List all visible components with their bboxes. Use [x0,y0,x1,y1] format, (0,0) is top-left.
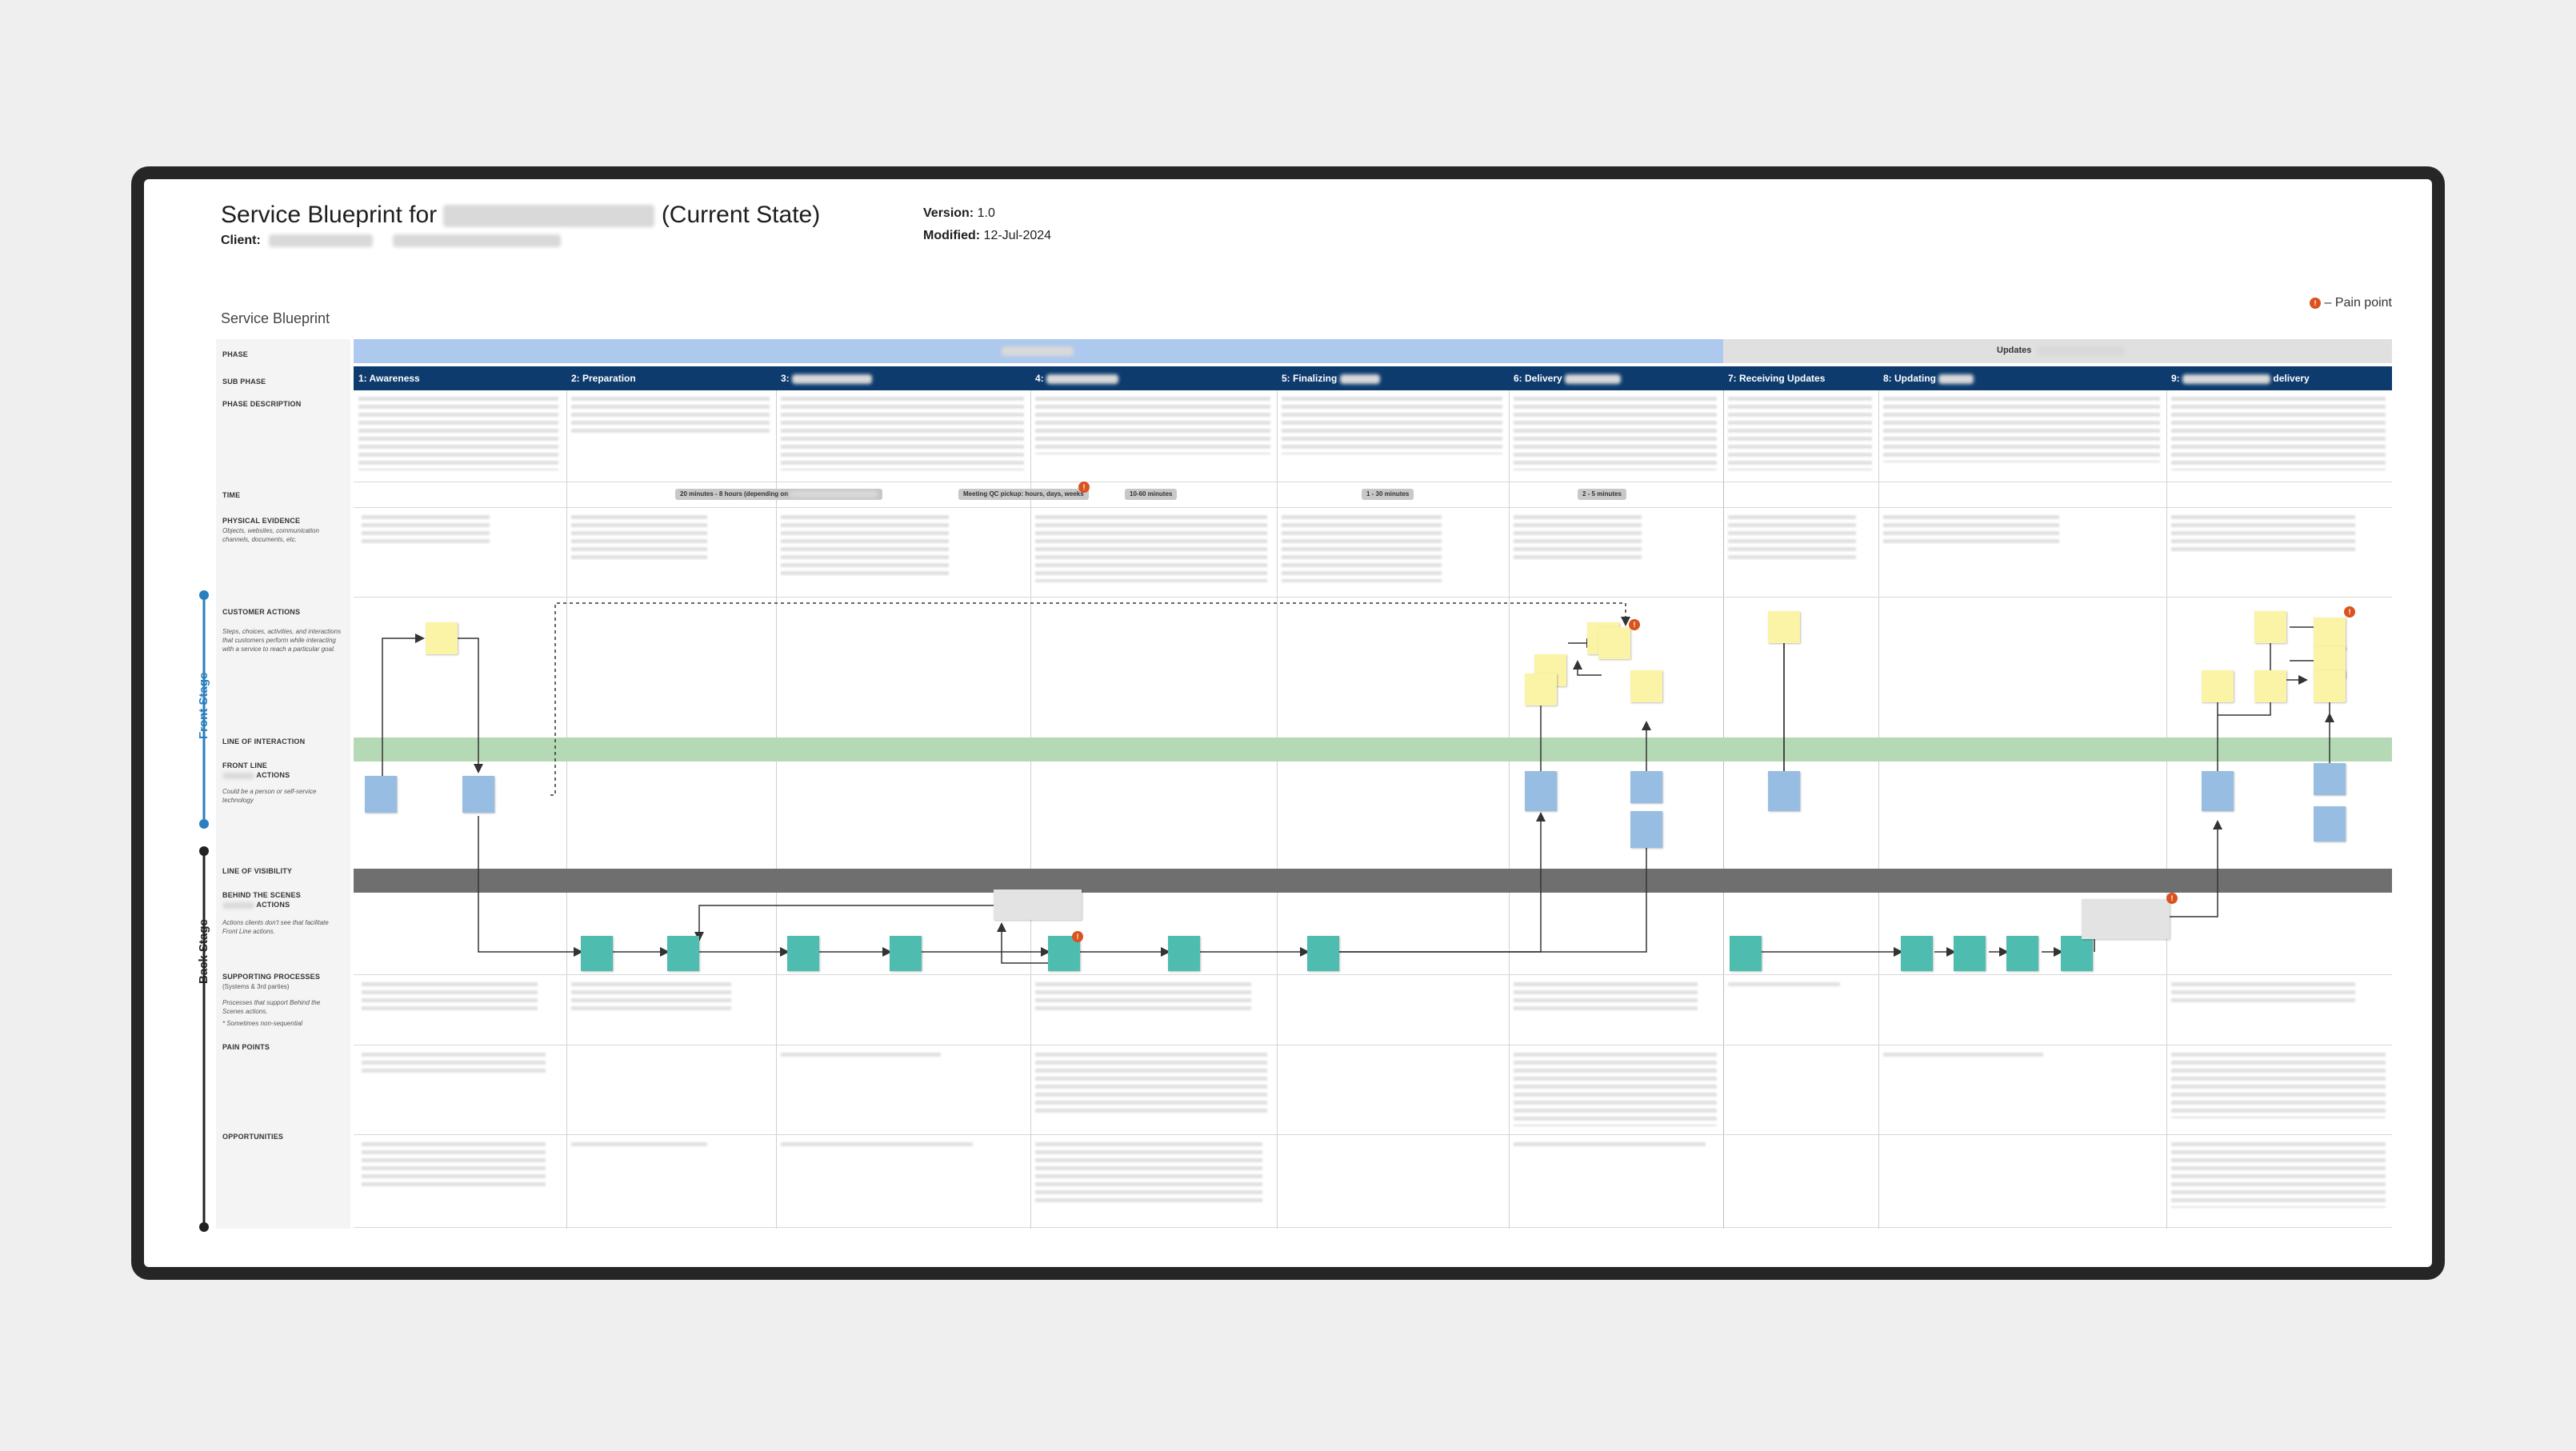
page-title: Service Blueprint for (Current State) [221,202,821,228]
stage-indicators [199,590,209,1232]
row-label-pain-points: PAIN POINTS [222,1043,270,1051]
front-line-action-note [365,776,397,813]
customer-action-note [2254,670,2286,702]
customer-action-note [2202,670,2234,702]
customer-action-note [2314,670,2346,702]
customer-action-note [1525,674,1557,706]
annotation-note [994,889,1082,920]
sub-phase-2: 2: Preparation [571,373,636,384]
sub-phase-5: 5: Finalizing [1277,366,1509,390]
behind-scenes-action-note [1730,936,1762,971]
pain-point-icon: ! [1078,482,1090,493]
front-line-action-note [462,776,494,813]
pain-point-icon: ! [2166,893,2178,904]
row-desc-front-line: Could be a person or self-service techno… [222,788,317,804]
customer-action-note [1768,611,1800,643]
behind-scenes-action-note [667,936,699,971]
row-label-customer-actions: CUSTOMER ACTIONS [222,608,301,616]
customer-action-note [1630,670,1662,702]
sub-phase-9: 9: delivery [2171,373,2310,384]
sub-phase-1: 1: Awareness [358,373,420,384]
behind-scenes-action-note [1954,936,1986,971]
annotation-note [2082,899,2170,939]
row-label-physical-evidence: PHYSICAL EVIDENCE [222,517,301,525]
behind-scenes-action-note [1168,936,1200,971]
front-line-action-note [2314,806,2346,841]
phase-updates-label: Updates [1997,346,2032,355]
customer-action-note [2254,611,2286,643]
row-label-sub-phase: SUB PHASE [222,378,266,386]
time-badge-delivery: 2 - 5 minutes [1578,489,1626,500]
row-label-time: TIME [222,491,241,499]
row-desc-behind-the-scenes: Actions clients don't see that facilitat… [222,919,329,935]
blueprint-grid: Updates 1: Awareness 2: Preparation 3: 4… [354,339,2392,1229]
front-line-action-note [1630,811,1662,848]
back-stage-label: Back Stage [197,919,210,984]
row-desc-supporting-processes: Processes that support Behind the Scenes… [222,999,321,1015]
line-of-visibility [354,869,2392,893]
behind-scenes-action-note [2061,936,2093,971]
behind-scenes-action-note [2006,936,2038,971]
behind-scenes-action-note [787,936,819,971]
time-badge-qc: 10-60 minutes [1125,489,1178,500]
pain-point-icon: ! [2310,297,2322,309]
section-title: Service Blueprint [221,310,330,326]
front-line-action-note [1768,771,1800,811]
time-badge-preparation: 20 minutes - 8 hours (depending on [675,489,883,500]
sub-phase-3: 3: [776,366,1030,390]
row-desc-customer-actions: Steps, choices, activities, and interact… [222,628,342,653]
row-label-front-line: FRONT LINE [222,761,267,769]
time-badge-meeting: Meeting QC pickup: hours, days, weeks [958,489,1089,500]
row-label-phase: PHASE [222,350,249,358]
redacted-client-name [269,234,374,247]
row-desc-physical-evidence: Objects, websites, communication channel… [222,527,319,543]
blueprint-canvas: Service Blueprint for (Current State) Cl… [144,179,2432,1267]
modified-info: Modified: 12-Jul-2024 [923,229,1052,242]
phase-bar-current [354,339,1723,363]
row-label-phase-description: PHASE DESCRIPTION [222,400,302,408]
time-badge-finalizing: 1 - 30 minutes [1362,489,1414,500]
behind-scenes-action-note [1901,936,1933,971]
row-label-line-of-interaction: LINE OF INTERACTION [222,737,306,745]
row-labels: PHASE SUB PHASE PHASE DESCRIPTION TIME P… [216,339,350,1229]
front-line-action-note [1525,771,1557,811]
line-of-interaction [354,737,2392,761]
row-label-front-line-actions: ACTIONS [222,771,290,779]
row-sub-supporting-processes: (Systems & 3rd parties) [222,983,290,990]
front-line-action-note [2314,763,2346,795]
row-note-supporting-processes: * Sometimes non-sequential [222,1020,303,1027]
row-label-line-of-visibility: LINE OF VISIBILITY [222,867,293,875]
pain-point-icon: ! [1629,619,1640,630]
flow-arrows [382,602,2334,964]
row-label-behind-actions: ACTIONS [222,901,290,909]
front-line-action-note [2202,771,2234,811]
customer-action-note [426,622,458,654]
redacted-project-name [443,205,655,228]
redacted-client-detail [392,234,561,247]
row-label-opportunities: OPPORTUNITIES [222,1133,284,1141]
sub-phase-4: 4: [1030,366,1277,390]
client-line: Client: [221,234,561,248]
customer-action-note [1598,627,1630,659]
behind-scenes-action-note [890,936,922,971]
front-line-action-note [1630,771,1662,803]
sub-phase-7: 7: Receiving Updates [1728,373,1826,384]
sub-phase-6: 6: Delivery [1509,366,1723,390]
behind-scenes-action-note [581,936,613,971]
row-label-behind-the-scenes: BEHIND THE SCENES [222,891,301,899]
legend: ! – Pain point [2310,296,2392,310]
version-info: Version: 1.0 [923,206,995,220]
row-label-supporting-processes: SUPPORTING PROCESSES [222,973,321,981]
pain-point-icon: ! [1072,931,1083,942]
customer-action-note [2314,618,2346,650]
sub-phase-8: 8: Updating [1878,366,2166,390]
front-stage-label: Front Stage [197,672,210,739]
behind-scenes-action-note [1307,936,1339,971]
phase-bar-updates: Updates [1723,339,2392,363]
pain-point-icon: ! [2344,606,2355,618]
